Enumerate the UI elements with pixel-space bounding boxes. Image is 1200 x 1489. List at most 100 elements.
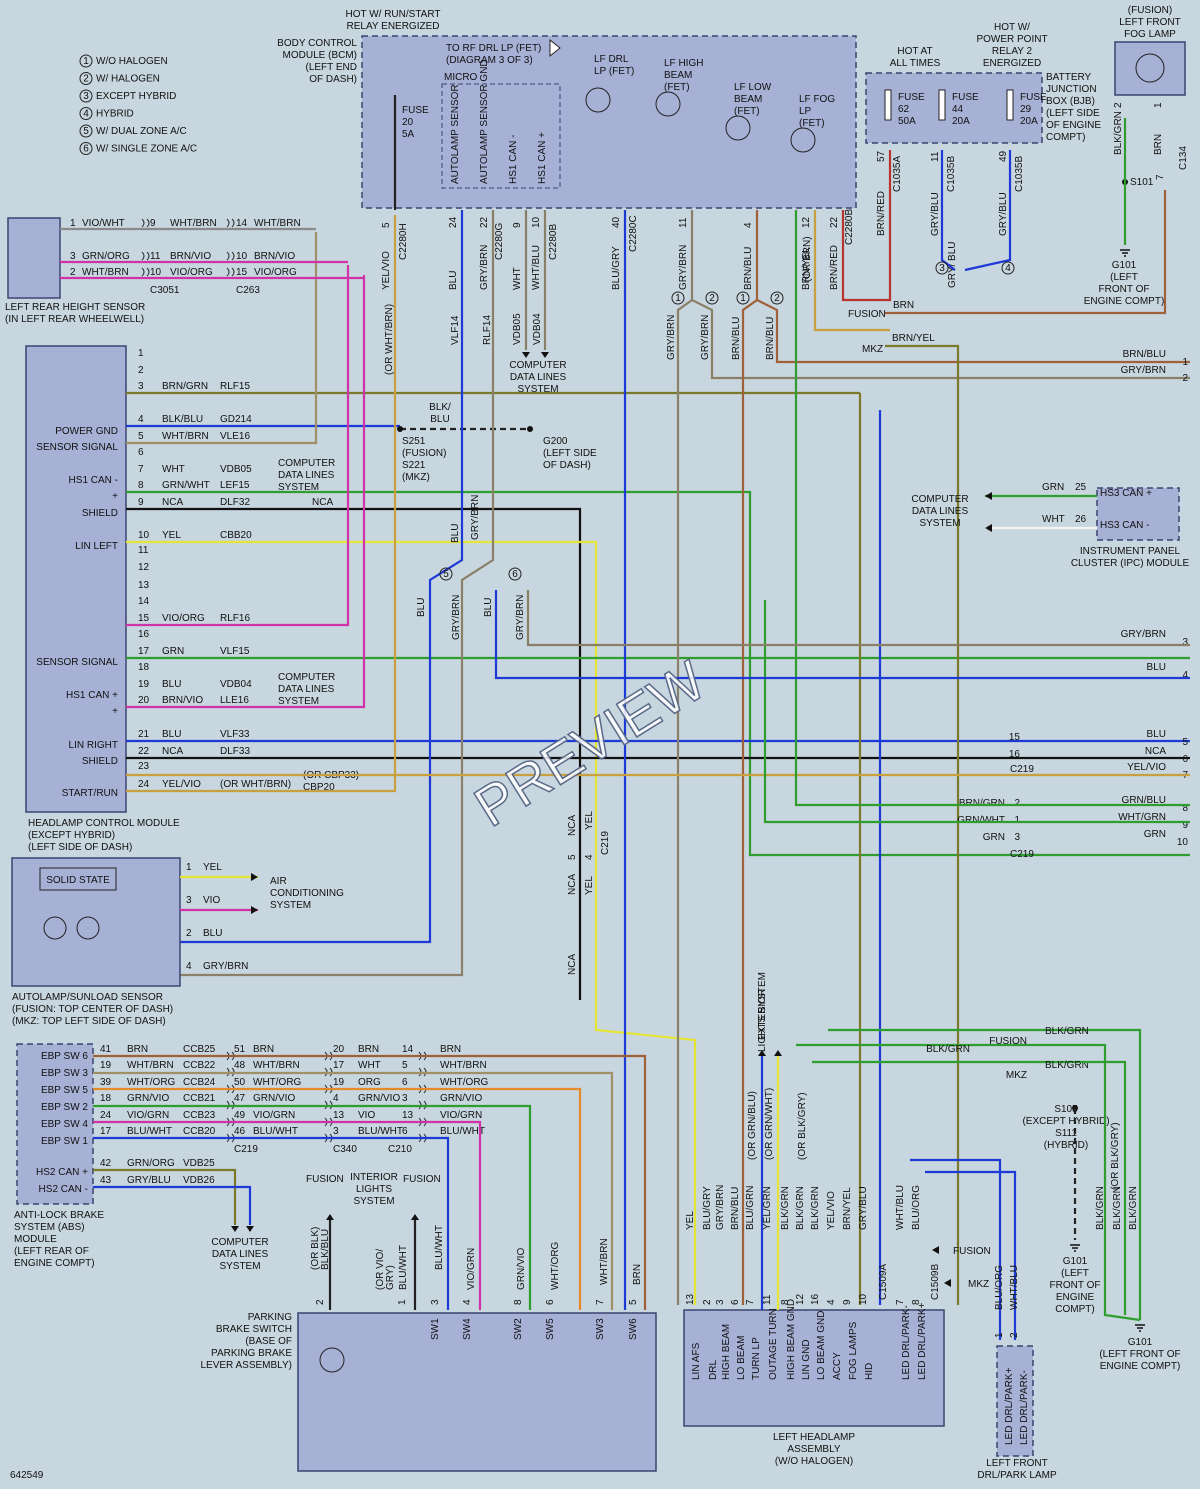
rear-height-sensor	[7, 217, 61, 299]
mid-pin: 5	[567, 854, 578, 860]
offpage-number: 9	[1182, 820, 1188, 831]
headlamp-exterior: EXTERIOR	[757, 989, 768, 1040]
abs-wire3: ORG	[358, 1077, 381, 1088]
offpage-wire: GRN/BLU	[1122, 795, 1166, 806]
fog-ground-label: ENGINE COMPT)	[1084, 296, 1165, 307]
splice-s251: (MKZ)	[402, 472, 430, 483]
option-number-icon	[935, 261, 949, 275]
rear-sensor-name: LEFT REAR HEIGHT SENSOR	[5, 302, 145, 313]
bjb-wire: GRY/BLU	[998, 192, 1009, 236]
bcm-to-rf-drl: (DIAGRAM 3 OF 3)	[446, 55, 533, 66]
mid-connector: C219	[600, 831, 611, 855]
hcm-pin: 3	[138, 381, 144, 392]
rear-wire: GRN/ORG	[82, 251, 130, 262]
headlamp-pin-label: LO BEAM	[736, 1336, 747, 1380]
headlamp-pin-label: HID	[864, 1363, 875, 1380]
headlamp-pin: 7	[895, 1299, 906, 1305]
hcm-pin-label: HS1 CAN -	[69, 475, 118, 486]
drl-pin-label: LED DRL/PARK+	[1004, 1367, 1015, 1445]
splice-dot	[397, 426, 403, 432]
hcm-pin: 19	[138, 679, 150, 690]
hcm-pin: 11	[138, 545, 149, 556]
abs-pin: 24	[100, 1110, 112, 1121]
headlamp-pin-label: LO BEAM GND	[816, 1311, 827, 1380]
fog-pin: 1	[1153, 102, 1164, 108]
parking-pin: 5	[628, 1299, 639, 1305]
bjb-fuse-label: 29	[1020, 104, 1032, 115]
mid-wire: BLU	[416, 598, 427, 617]
abs-hs2-label: HS2 CAN +	[36, 1167, 88, 1178]
hcm-pin: 13	[138, 580, 150, 591]
hcm-wire: YEL	[162, 530, 181, 541]
wire-blu-4	[494, 590, 1190, 680]
splice-blk-blu: BLK/	[429, 402, 451, 413]
legend-number: 3	[83, 91, 89, 102]
mid-pin: 4	[584, 854, 595, 860]
autolamp-pin: 2	[186, 928, 192, 939]
autolamp-ac: AIR	[270, 876, 287, 887]
hcm-pin: 14	[138, 596, 150, 607]
abs-wire: VIO/GRN	[127, 1110, 169, 1121]
ground-fusion: FUSION	[989, 1036, 1027, 1047]
abs-circuit: CCB23	[183, 1110, 216, 1121]
abs-circuit: CCB22	[183, 1060, 216, 1071]
abs-pin3: 17	[333, 1060, 345, 1071]
arrow-up-icon	[411, 1214, 419, 1220]
wire-ground-c	[1110, 1028, 1142, 1320]
branch-wire: BRN/BLU	[731, 317, 742, 360]
branch-mkz: MKZ	[862, 344, 883, 355]
arrow-right-icon	[251, 906, 258, 914]
headlamp-exterior: LIGHTS SYSTEM	[757, 972, 768, 1052]
headlamp-wire: BLK/GRN	[810, 1186, 821, 1230]
bcm-connector: C2280B	[548, 224, 559, 260]
rear-wire2: BRN/VIO	[170, 251, 211, 262]
parking-name: PARKING	[248, 1312, 292, 1323]
fog-ground-label: G101	[1112, 260, 1137, 271]
hcm-wire: GRN	[162, 646, 184, 657]
autolamp-pin: 1	[186, 862, 192, 873]
headlamp-pin-label: LIN AFS	[691, 1342, 702, 1380]
abs-pin4: 5	[402, 1060, 408, 1071]
rear-wire: VIO/WHT	[82, 218, 125, 229]
offpage-wire: GRN	[1144, 829, 1166, 840]
bcm-module	[361, 35, 857, 209]
wire-brnblu-branch	[741, 210, 759, 1305]
bcm-fet-label: BEAM	[734, 94, 762, 105]
legend-number-icon	[79, 54, 93, 68]
bcm-to-rf-drl: TO RF DRL LP (FET)	[446, 43, 541, 54]
offpage-left-wire: GRN	[983, 832, 1005, 843]
wire-start-run	[126, 215, 397, 793]
interior-label: LIGHTS	[356, 1184, 392, 1195]
headlamp-wire: WHT/BLU	[895, 1185, 906, 1230]
parking-name: PARKING BRAKE	[211, 1348, 292, 1359]
headlamp-pin-label: OUTAGE TURN	[768, 1308, 779, 1380]
bcm-pin-number: 5	[381, 222, 392, 228]
splice-s251: (FUSION)	[402, 448, 446, 459]
bcm-name: (LEFT END	[306, 62, 358, 73]
fog-lamp	[1114, 41, 1186, 96]
abs-wire: GRN/ORG	[127, 1158, 175, 1169]
abs-pin: 18	[100, 1093, 112, 1104]
headlamp-name: LEFT HEADLAMP	[773, 1432, 855, 1443]
hcm-circuit: GD214	[220, 414, 252, 425]
bjb-pin: 11	[930, 151, 941, 162]
abs-pin: 43	[100, 1175, 112, 1186]
wire-ground-a	[1040, 1043, 1141, 1322]
legend-number-icon	[79, 72, 93, 85]
headlamp-wire: GRY/BLU	[858, 1186, 869, 1230]
interior-label: SYSTEM	[353, 1196, 394, 1207]
wire-abs-2	[93, 1071, 614, 1310]
headlamp-wire: GRY/BRN	[715, 1185, 726, 1230]
hcm-pin-label: LIN LEFT	[75, 541, 118, 552]
hcm-pin-label: POWER GND	[55, 426, 118, 437]
parking-name: BRAKE SWITCH	[216, 1324, 292, 1335]
abs-pin4: 3	[402, 1093, 408, 1104]
drl-park-lamp	[996, 1345, 1034, 1457]
headlamp-mkz: MKZ	[968, 1279, 989, 1290]
bcm-internal-label: HS1 CAN -	[508, 135, 519, 184]
bjb-name: JUNCTION	[1046, 84, 1097, 95]
branch-brn: BRN	[893, 300, 914, 311]
bcm-fet-label: LF HIGH	[664, 58, 703, 69]
headlamp-alt: (OR BLK/GRY)	[797, 1092, 808, 1160]
bjb-name: OF ENGINE	[1046, 120, 1101, 131]
